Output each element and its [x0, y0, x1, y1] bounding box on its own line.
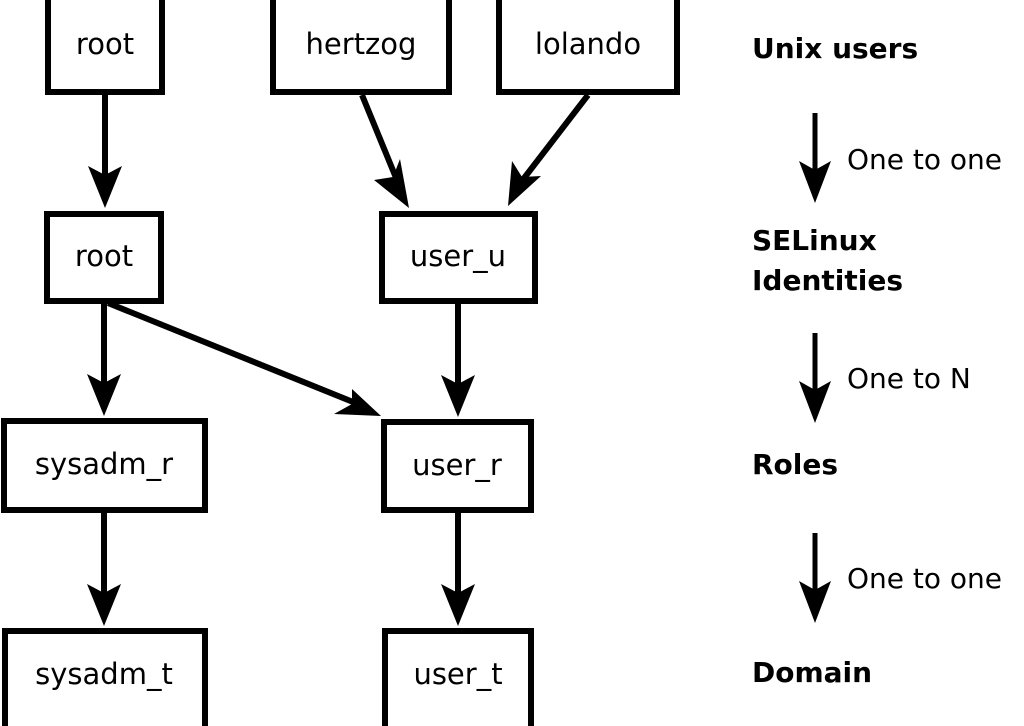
node-unix-lolando[interactable]: lolando: [496, 0, 680, 95]
node-identity-user-u[interactable]: user_u: [379, 211, 538, 304]
legend-column: Unix users One to one SELinux Identities…: [752, 32, 1002, 689]
legend-label-roles: Roles: [752, 448, 838, 481]
node-label: user_t: [413, 657, 502, 691]
node-unix-hertzog[interactable]: hertzog: [270, 0, 452, 95]
node-label: root: [75, 239, 133, 273]
node-domain-sysadm-t[interactable]: sysadm_t: [2, 628, 208, 726]
node-label: user_r: [412, 448, 502, 482]
legend-label-unix-users: Unix users: [752, 32, 918, 65]
edge-user-r-to-user-t: [441, 513, 475, 626]
edge-user-u-to-user-r: [441, 304, 475, 417]
edge-unix-root-to-identity-root: [88, 95, 122, 208]
legend-relation-label: One to one: [847, 143, 1002, 176]
node-label: lolando: [535, 27, 641, 61]
legend-arrow-one-to-n: [799, 333, 831, 423]
legend-arrow-one-to-one-1: [799, 113, 831, 203]
node-identity-root[interactable]: root: [44, 211, 164, 304]
node-label: sysadm_t: [35, 657, 173, 691]
edges-layer: [87, 93, 591, 626]
node-label: hertzog: [306, 27, 417, 61]
edge-identity-root-to-sysadm-r: [87, 304, 121, 416]
edge-hertzog-to-user-u: [359, 93, 409, 208]
node-role-sysadm-r[interactable]: sysadm_r: [1, 418, 208, 513]
node-label: user_u: [410, 239, 506, 273]
node-label: sysadm_r: [35, 447, 173, 481]
edge-identity-root-to-user-r: [106, 300, 381, 416]
edge-lolando-to-user-u: [508, 93, 591, 206]
legend-label-identities: Identities: [752, 264, 903, 297]
node-label: root: [76, 27, 134, 61]
edge-sysadm-r-to-sysadm-t: [87, 513, 121, 626]
legend-relation-label: One to N: [847, 362, 971, 395]
legend-relation-label: One to one: [847, 562, 1002, 595]
legend-label-domain: Domain: [752, 656, 872, 689]
legend-arrow-one-to-one-2: [799, 533, 831, 623]
node-unix-root[interactable]: root: [45, 0, 165, 95]
node-domain-user-t[interactable]: user_t: [382, 628, 534, 726]
node-role-user-r[interactable]: user_r: [381, 419, 534, 513]
nodes-layer: root hertzog lolando root user_u sysadm_: [1, 0, 680, 726]
legend-label-selinux: SELinux: [752, 224, 877, 257]
